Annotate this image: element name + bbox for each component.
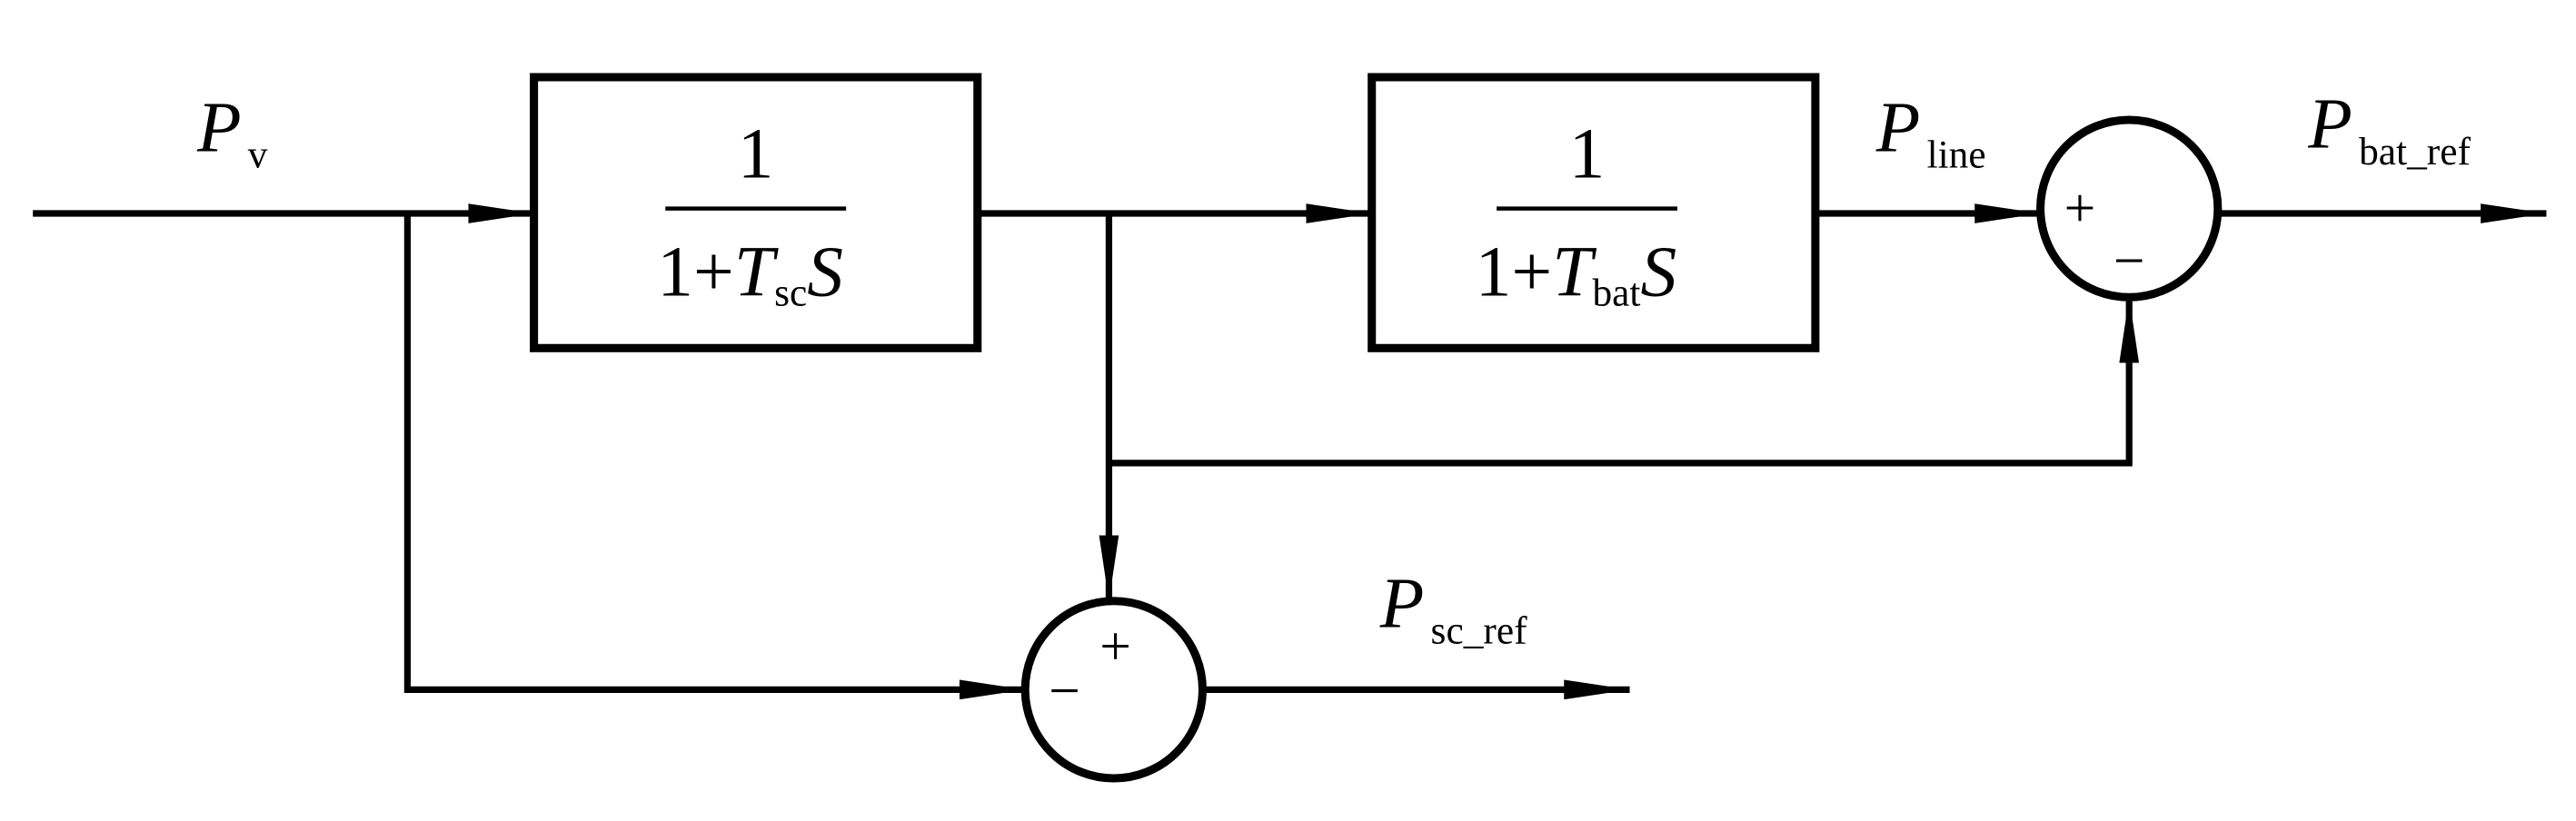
plus-sign: +	[1099, 616, 1131, 678]
sum-junction-sc: + −	[1020, 597, 1208, 783]
minus-sign: −	[1049, 660, 1080, 722]
block1-numerator: 1	[738, 114, 774, 193]
sum-junction-bat: + −	[2036, 115, 2223, 302]
feedback-to-bat-sum	[1109, 297, 2140, 467]
transfer-block-sc: 1 1+TscS	[530, 73, 982, 352]
pv-branch-to-sc-sum	[403, 213, 1026, 700]
block2-numerator: 1	[1569, 114, 1606, 193]
block2-denominator: 1+TbatS	[1476, 232, 1677, 314]
plus-sign: +	[2064, 178, 2096, 240]
transfer-block-bat: 1 1+TbatS	[1368, 73, 1820, 352]
minus-sign: −	[2114, 230, 2145, 292]
block1-denominator: 1+TscS	[657, 232, 843, 314]
